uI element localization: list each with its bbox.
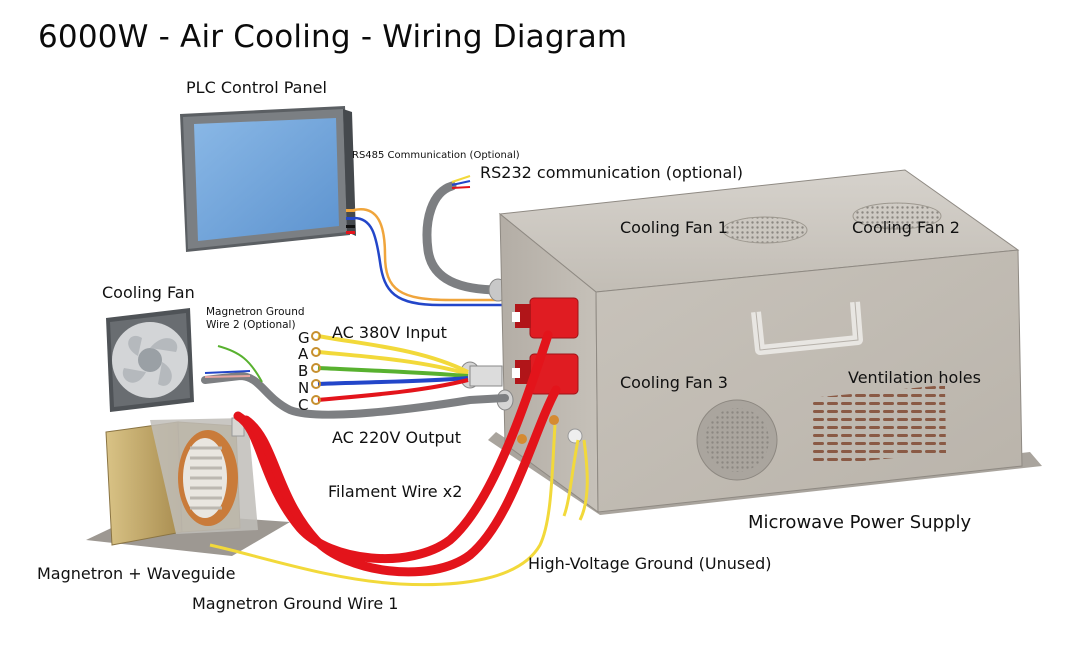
label-ac220-output: AC 220V Output bbox=[332, 428, 462, 447]
label-cooling-fan-1: Cooling Fan 1 bbox=[620, 218, 728, 237]
label-microwave-power-supply: Microwave Power Supply bbox=[748, 512, 972, 533]
label-rs232: RS232 communication (optional) bbox=[480, 163, 744, 182]
cooling-fan-unit bbox=[106, 308, 194, 412]
filament-wires bbox=[233, 330, 561, 577]
page-title: 6000W - Air Cooling - Wiring Diagram bbox=[38, 19, 628, 55]
label-cooling-fan: Cooling Fan bbox=[102, 283, 195, 302]
label-terminal-a: A bbox=[298, 345, 309, 363]
label-rs485: RS485 Communication (Optional) bbox=[352, 150, 520, 161]
label-magnetron-ground-wire-2-line2: Wire 2 (Optional) bbox=[206, 319, 296, 331]
magnetron-waveguide bbox=[86, 417, 290, 556]
label-magnetron-waveguide: Magnetron + Waveguide bbox=[37, 564, 236, 583]
label-terminal-b: B bbox=[298, 362, 309, 380]
label-terminal-n: N bbox=[298, 379, 310, 397]
label-ac380-input: AC 380V Input bbox=[332, 323, 447, 342]
label-plc-control-panel: PLC Control Panel bbox=[186, 78, 327, 97]
rs485-wires bbox=[353, 207, 520, 307]
label-ventilation-holes: Ventilation holes bbox=[848, 368, 981, 387]
label-cooling-fan-3: Cooling Fan 3 bbox=[620, 373, 728, 392]
label-magnetron-ground-wire-1: Magnetron Ground Wire 1 bbox=[192, 594, 399, 613]
microwave-power-supply bbox=[459, 169, 1042, 515]
label-filament-wire: Filament Wire x2 bbox=[328, 482, 463, 501]
label-terminal-c: C bbox=[298, 396, 309, 414]
ac380-input-wires bbox=[311, 331, 469, 405]
label-high-voltage-ground: High-Voltage Ground (Unused) bbox=[528, 554, 772, 573]
label-magnetron-ground-wire-2-line1: Magnetron Ground bbox=[206, 306, 305, 318]
label-terminal-g: G bbox=[298, 329, 310, 347]
label-cooling-fan-2: Cooling Fan 2 bbox=[852, 218, 960, 237]
plc-control-panel bbox=[180, 106, 356, 252]
ground-wires bbox=[209, 424, 589, 587]
cooling-fan-wires bbox=[201, 345, 509, 419]
